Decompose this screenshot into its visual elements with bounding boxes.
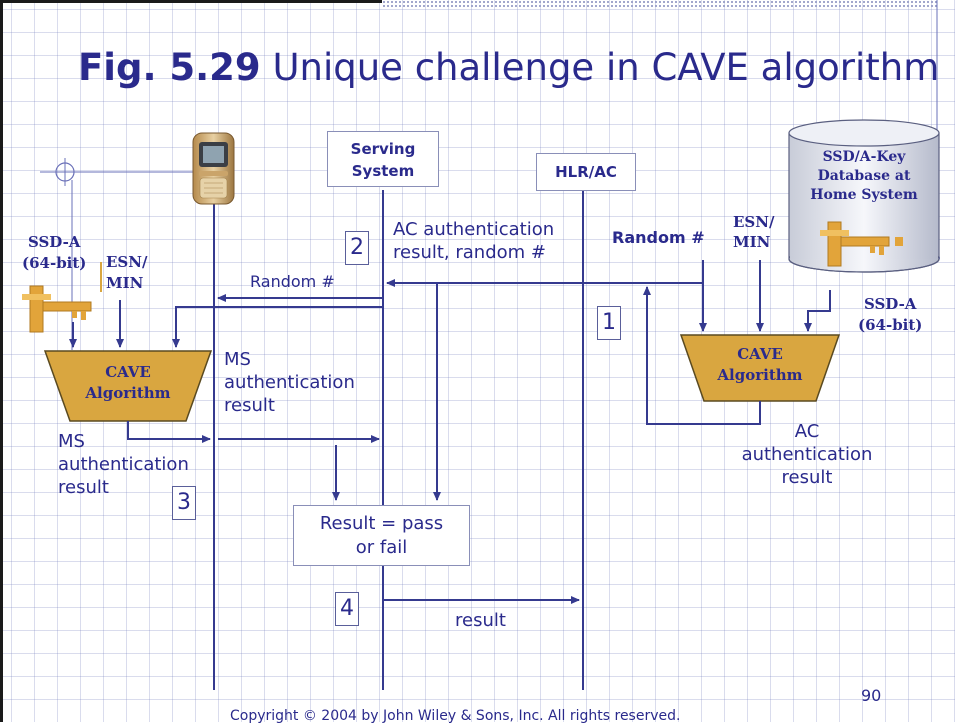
- result-pass-fail-box: Result = pass or fail: [293, 505, 470, 566]
- key-icon-right: [820, 221, 903, 267]
- ssda-left-label: SSD-A (64-bit): [22, 233, 87, 272]
- step-4: 4: [335, 592, 359, 626]
- step-3: 3: [172, 486, 196, 520]
- esn-min-left-label: ESN/ MIN: [106, 253, 148, 292]
- ms-result-arrow-1: [127, 421, 211, 443]
- cave-algorithm-left: CAVE Algorithm: [85, 363, 171, 402]
- step-1: 1: [597, 306, 621, 340]
- mobile-phone-icon: [192, 132, 235, 205]
- figure-caption: Unique challenge in CAVE algorithm: [272, 46, 940, 89]
- copyright-footer: Copyright © 2004 by John Wiley & Sons, I…: [230, 708, 681, 724]
- ac-result-random-label: AC authentication result, random #: [393, 219, 555, 263]
- result-label: result: [455, 610, 506, 631]
- ac-authentication-result-label: AC authentication result: [741, 421, 873, 488]
- page-number: 90: [861, 686, 882, 705]
- random-left-label: Random #: [250, 272, 335, 291]
- decorative-crosshair: [40, 158, 195, 350]
- ssda-right-label: SSD-A (64-bit): [858, 295, 923, 334]
- figure-number: Fig. 5.29: [78, 46, 261, 89]
- database-label: SSD/A-Key Database at Home System: [810, 149, 918, 203]
- hlr-ac-box: HLR/AC: [536, 153, 636, 191]
- dotted-header-band: [382, 0, 937, 9]
- slide-title: Fig. 5.29 Unique challenge in CAVE algor…: [78, 49, 939, 86]
- cave-algorithm-right-shape: [679, 334, 841, 402]
- cave-algorithm-left-shape: [43, 350, 213, 422]
- database-icon: [788, 119, 940, 273]
- esn-min-right-label: ESN/ MIN: [733, 213, 775, 251]
- key-icon-left: [22, 285, 92, 333]
- random-to-cave-arrow: [172, 306, 383, 348]
- ssda-right-arrow: [804, 290, 831, 332]
- random-right-label: Random #: [612, 228, 705, 247]
- step-2: 2: [345, 231, 369, 265]
- ac-result-loop-arrow: [643, 286, 761, 425]
- slide-border-top: [0, 0, 382, 3]
- cave-algorithm-right: CAVE Algorithm: [717, 345, 803, 384]
- serving-system-box: Serving System: [327, 131, 439, 187]
- slide-border-left: [0, 0, 3, 722]
- ms-authentication-result-bottom: MS authentication result: [58, 431, 189, 498]
- ms-authentication-result-top: MS authentication result: [224, 349, 355, 416]
